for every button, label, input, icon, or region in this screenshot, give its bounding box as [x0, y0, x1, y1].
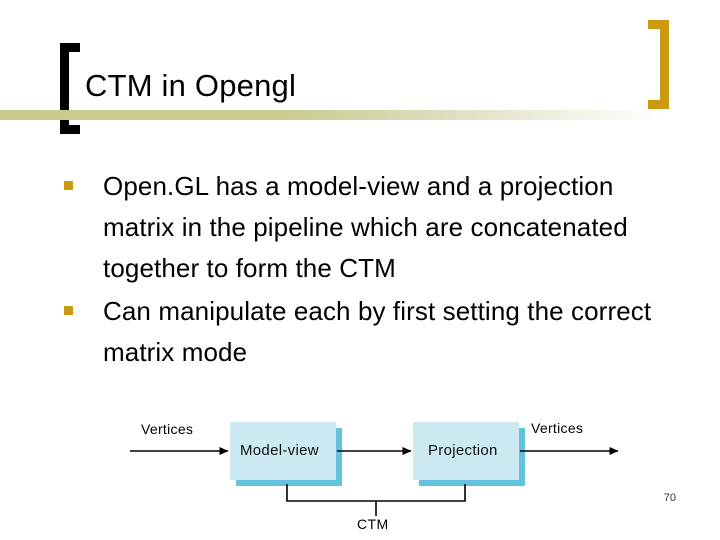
- bullet-square-icon: [64, 306, 73, 315]
- bullet-text: Open.GL has a model-view and a projectio…: [103, 171, 628, 283]
- ctm-brace: [286, 484, 466, 502]
- ctm-brace-label: CTM: [357, 516, 389, 532]
- title-underline-rule: [0, 110, 720, 120]
- bullet-list: Open.GL has a model-view and a projectio…: [64, 166, 664, 375]
- input-vertices-label: Vertices: [141, 421, 194, 437]
- page-number: 70: [663, 492, 676, 504]
- projection-box-label: Projection: [428, 442, 498, 459]
- list-item: Can manipulate each by first setting the…: [64, 291, 664, 373]
- list-item: Open.GL has a model-view and a projectio…: [64, 166, 664, 289]
- bullet-text: Can manipulate each by first setting the…: [103, 296, 652, 367]
- bullet-square-icon: [64, 181, 73, 190]
- title-bracket-right-icon: [648, 20, 669, 109]
- output-vertices-label: Vertices: [531, 420, 584, 436]
- page-title: CTM in Opengl: [85, 68, 297, 103]
- model-view-box-label: Model-view: [240, 442, 319, 459]
- title-bracket-left-icon: [60, 43, 80, 134]
